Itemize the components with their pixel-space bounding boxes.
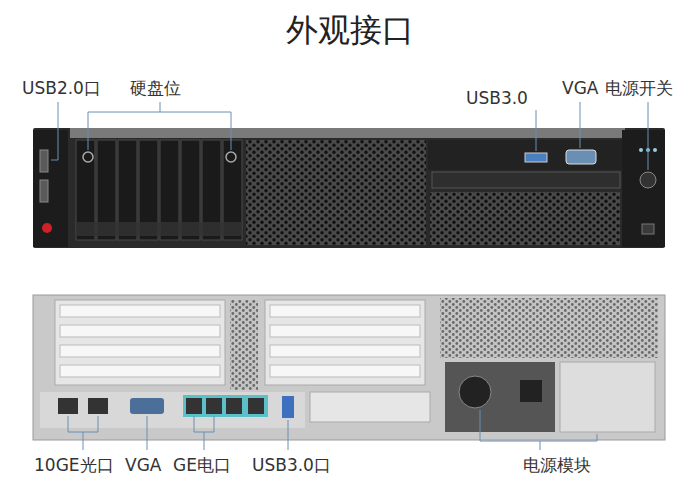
rear-vent: [440, 298, 658, 358]
sfp-port: [58, 398, 78, 414]
psu-blank: [560, 362, 655, 432]
leader-line: [51, 102, 58, 160]
psu-fan: [459, 376, 491, 408]
rj45-port: [248, 398, 264, 414]
leader-bracket: [88, 102, 231, 150]
bay-latches: [76, 222, 242, 236]
led: [639, 148, 643, 152]
power-socket: [520, 380, 542, 402]
pcie-cage: [55, 300, 225, 385]
leader-line: [147, 416, 148, 450]
ear-tag: [642, 224, 654, 234]
part-label: 10GE光口: [34, 455, 114, 475]
part-label: GE电口: [173, 455, 231, 475]
pcie-slot: [310, 392, 430, 422]
rj45-port: [206, 398, 222, 414]
usb3-port: [525, 153, 547, 162]
part-label: VGA: [562, 78, 598, 98]
pcie-slot: [270, 305, 420, 317]
pcie-slot: [270, 325, 420, 337]
part-label: USB3.0口: [252, 455, 331, 475]
rear-vent: [230, 300, 258, 390]
pcie-slot: [270, 345, 420, 357]
io-panel: [428, 140, 622, 170]
pcie-slot: [60, 305, 220, 317]
port-highlight: [183, 395, 268, 417]
leader-line: [648, 102, 649, 170]
led: [653, 148, 657, 152]
pcie-cage: [265, 300, 425, 385]
front-chassis: [33, 128, 665, 248]
pcie-slot: [60, 345, 220, 357]
rj45-port: [186, 398, 202, 414]
front-panel-right: [246, 130, 665, 247]
leader-line: [580, 102, 581, 148]
part-label: USB3.0: [466, 88, 528, 108]
front-vent: [246, 140, 426, 245]
power-button: [640, 172, 656, 188]
part-label: 电源模块: [523, 455, 591, 475]
leader-lines: [51, 102, 648, 450]
bay-marker: [83, 152, 93, 162]
vga-port: [566, 150, 596, 164]
rear-body: [33, 295, 665, 440]
usb3-port: [282, 396, 294, 418]
top-rail: [70, 128, 625, 138]
leader-line: [536, 110, 537, 151]
page-title: 外观接口: [0, 10, 699, 50]
pcie-slot: [270, 365, 420, 377]
usb2-port: [40, 180, 48, 202]
pcie-slot: [60, 325, 220, 337]
sfp-port: [88, 398, 108, 414]
usb2-port: [40, 150, 48, 172]
front-vent: [430, 192, 620, 245]
front-body: [33, 128, 665, 248]
part-label: 电源开关: [605, 78, 673, 98]
right-ear: [622, 130, 665, 247]
rj45-port: [226, 398, 242, 414]
logo-mark: [42, 223, 52, 233]
leader-bracket: [480, 410, 597, 450]
drive-bays: [76, 140, 242, 240]
psu: [445, 362, 555, 432]
part-label: USB2.0口: [22, 78, 101, 98]
leader-line: [288, 420, 289, 450]
leader-bracket: [68, 416, 98, 450]
bay-marker: [226, 152, 236, 162]
left-ear: [33, 130, 68, 247]
rear-chassis: [33, 295, 665, 440]
pcie-slot: [60, 365, 220, 377]
leader-bracket: [194, 416, 214, 450]
vga-port: [130, 398, 164, 414]
io-strip: [40, 392, 305, 428]
optical-slot: [432, 172, 620, 188]
part-label: VGA: [125, 455, 161, 475]
part-label: 硬盘位: [130, 78, 181, 98]
